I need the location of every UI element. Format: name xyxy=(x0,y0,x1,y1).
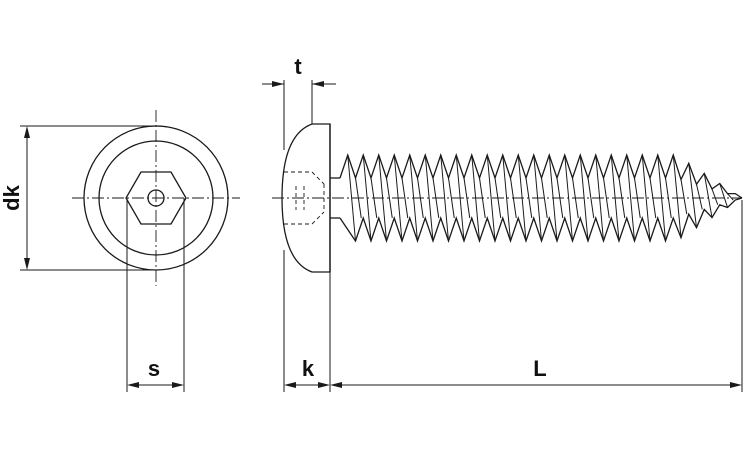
dimension-dk: dk xyxy=(0,125,156,271)
thread-crest-line xyxy=(688,163,697,228)
dimension-k: k xyxy=(283,250,331,392)
thread-crest-line xyxy=(424,154,434,242)
thread-root-line xyxy=(448,177,455,219)
thread-crest-line xyxy=(641,154,651,242)
thread-crest-line xyxy=(719,183,728,208)
dimension-s: s xyxy=(126,198,185,392)
thread-root-line xyxy=(541,177,548,219)
thread-root-line xyxy=(401,177,409,219)
dimension-L: L xyxy=(330,200,743,392)
dimension-label-s: s xyxy=(148,356,160,381)
thread-crest-line xyxy=(626,154,635,242)
dimension-label-t: t xyxy=(294,54,302,79)
head-end-view xyxy=(72,110,240,286)
thread-profile-top xyxy=(339,152,743,199)
thread-root-line xyxy=(727,193,734,201)
thread-crest-line xyxy=(347,154,356,242)
thread-crest-line xyxy=(703,173,713,218)
screw-side-view xyxy=(272,123,743,273)
thread-profile-bottom xyxy=(339,197,743,244)
thread-crest-line xyxy=(672,154,682,238)
thread-crest-line xyxy=(502,154,511,242)
dimension-t: t xyxy=(262,54,336,150)
threaded-shank xyxy=(330,152,743,244)
thread-root-line xyxy=(711,188,719,205)
thread-crest-line xyxy=(440,154,449,242)
dimension-label-k: k xyxy=(302,356,315,381)
thread-root-line xyxy=(587,177,595,219)
hex-socket xyxy=(125,171,187,225)
dimension-label-L: L xyxy=(533,356,546,381)
dimension-label-dk: dk xyxy=(0,184,24,210)
thread-root-line xyxy=(696,184,703,210)
thread-crest-line xyxy=(486,154,496,242)
thread-root-line xyxy=(386,177,393,219)
thread-root-line xyxy=(680,179,688,215)
thread-root-line xyxy=(463,177,471,219)
thread-crest-line xyxy=(579,154,589,242)
thread-root-line xyxy=(603,177,610,219)
